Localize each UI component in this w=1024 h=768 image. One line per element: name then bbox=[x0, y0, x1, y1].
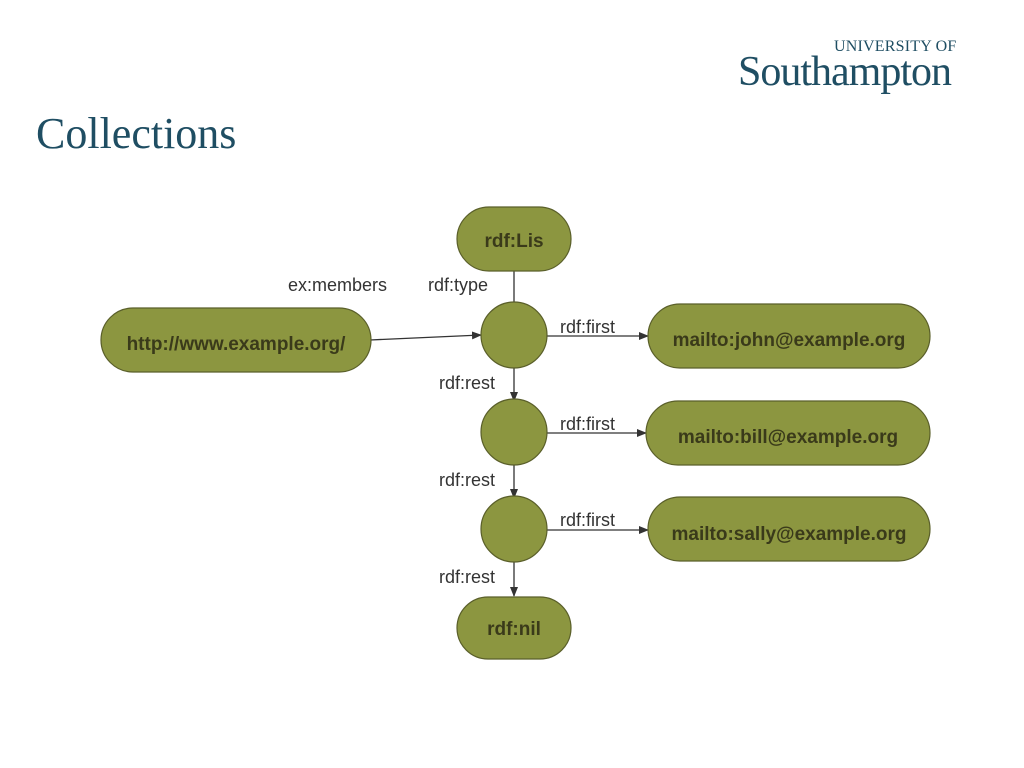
edge-label-rest-1: rdf:rest bbox=[439, 373, 495, 393]
blank-node-3 bbox=[480, 495, 548, 563]
blank-node-1 bbox=[480, 301, 548, 369]
node-item-3: mailto:sally@example.org bbox=[647, 496, 931, 562]
edge-label-rest-3: rdf:rest bbox=[439, 567, 495, 587]
node-list-type-label: rdf:Lis bbox=[484, 231, 543, 252]
slide-title: Collections bbox=[36, 109, 237, 158]
node-item-2-label: mailto:bill@example.org bbox=[678, 427, 898, 448]
node-list-type: rdf:Lis bbox=[456, 206, 572, 272]
edge-label-members: ex:members bbox=[288, 275, 387, 295]
edge-label-first-1: rdf:first bbox=[560, 317, 615, 337]
edge-members bbox=[369, 331, 482, 341]
node-item-1-label: mailto:john@example.org bbox=[673, 330, 906, 351]
edges bbox=[369, 261, 649, 597]
university-logo: UNIVERSITY OF Southampton bbox=[738, 38, 988, 100]
edge-label-first-3: rdf:first bbox=[560, 510, 615, 530]
node-subject: http://www.example.org/ bbox=[100, 307, 372, 373]
edge-label-rest-2: rdf:rest bbox=[439, 470, 495, 490]
node-nil-label: rdf:nil bbox=[487, 619, 541, 640]
logo-southampton: Southampton bbox=[738, 49, 952, 95]
node-item-3-label: mailto:sally@example.org bbox=[672, 524, 907, 545]
node-subject-label: http://www.example.org/ bbox=[127, 334, 347, 355]
node-item-1: mailto:john@example.org bbox=[647, 303, 931, 369]
blank-node-2 bbox=[480, 398, 548, 466]
edge-label-first-2: rdf:first bbox=[560, 414, 615, 434]
edge-label-type: rdf:type bbox=[428, 275, 488, 295]
node-item-2: mailto:bill@example.org bbox=[645, 400, 931, 466]
logo-university-of: UNIVERSITY OF bbox=[834, 38, 957, 55]
node-nil: rdf:nil bbox=[456, 596, 572, 660]
